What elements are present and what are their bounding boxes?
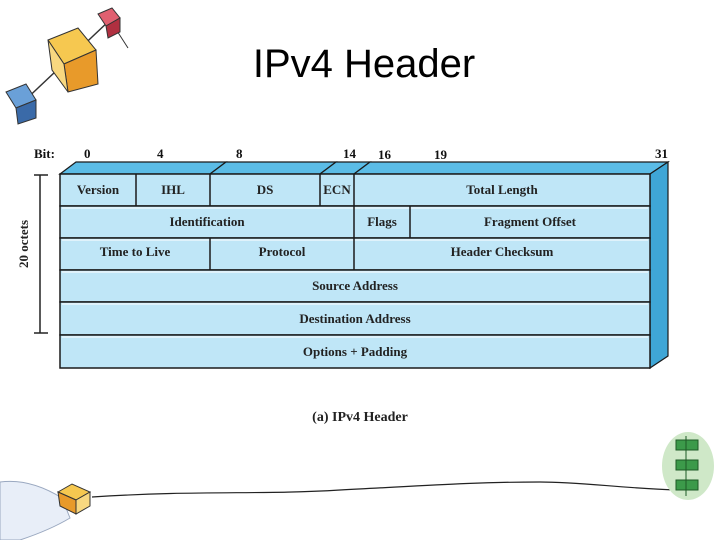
bit-axis-label: Bit: [34,146,55,161]
bit-tick-16: 16 [378,147,391,162]
field-version: Version [76,182,120,197]
field-options-padding: Options + Padding [302,343,408,359]
bit-tick-31: 31 [655,146,668,161]
field-ihl: IHL [161,182,185,197]
header-rows [59,173,651,369]
figure-caption: (a) IPv4 Header [312,410,408,425]
field-destination-address: Destination Address [299,310,411,326]
field-separators [135,174,411,270]
field-flags: Flags [367,214,397,229]
field-time-to-live: Time to Live [99,244,171,259]
field-source-address: Source Address [312,278,398,293]
field-ecn: ECN [323,182,351,197]
field-protocol: Protocol [258,244,306,259]
octets-bracket [34,174,48,334]
bit-tick-4: 4 [157,146,164,161]
hand-clipart-icon [0,480,92,540]
bit-tick-19: 19 [434,147,447,162]
bit-tick-0: 0 [84,146,91,161]
header-top-face [58,160,670,370]
field-fragment-offset: Fragment Offset [483,214,577,229]
cube-clipart-icon [5,7,129,125]
field-total-length: Total Length [466,182,538,197]
field-identification: Identification [169,214,245,229]
row-highlights [62,207,648,338]
octets-label: 20 octets [16,219,31,268]
server-clipart-icon [662,432,714,500]
field-header-checksum: Header Checksum [450,244,554,259]
field-ds: DS [256,182,274,197]
bit-tick-14: 14 [343,146,356,161]
page-title: IPv4 Header [252,42,476,86]
network-cable [91,481,677,498]
bit-tick-8: 8 [236,146,243,161]
